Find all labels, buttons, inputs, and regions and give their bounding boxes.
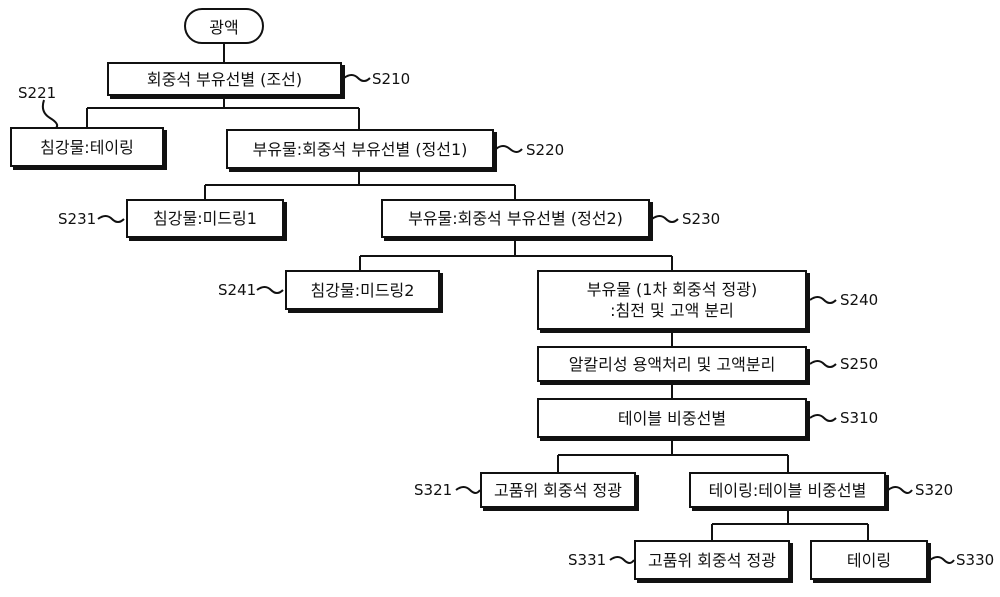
ref-leader-s310	[810, 415, 836, 421]
step-box-s210: 회중석 부유선별 (조선)	[107, 62, 342, 96]
step-box-s321: 고품위 회중석 정광	[480, 472, 636, 508]
ref-leader-s210	[344, 75, 370, 81]
step-ref-s230: S230	[682, 210, 720, 228]
ref-leader-s221	[43, 100, 57, 128]
step-label: 고품위 회중석 정광	[494, 480, 622, 501]
ref-leader-s231	[98, 216, 124, 222]
step-ref-s241: S241	[218, 281, 256, 299]
step-box-s240: 부유물 (1차 회중석 정광) :침전 및 고액 분리	[537, 270, 807, 330]
step-ref-s250: S250	[840, 355, 878, 373]
ref-leader-s321	[456, 487, 480, 493]
step-label: 테이링:테이블 비중선별	[709, 480, 867, 501]
step-ref-s321: S321	[414, 481, 452, 499]
step-ref-s220: S220	[526, 141, 564, 159]
step-box-s230: 부유물:회중석 부유선별 (정선2)	[381, 199, 650, 238]
step-label: 부유물 (1차 회중석 정광) :침전 및 고액 분리	[587, 279, 757, 321]
step-box-s221: 침강물:테이링	[10, 127, 164, 167]
ref-leader-s250	[810, 361, 836, 367]
step-label: 회중석 부유선별 (조선)	[147, 69, 302, 90]
step-ref-s310: S310	[840, 409, 878, 427]
step-label: 침강물:미드링2	[311, 280, 415, 301]
ref-leader-s220	[496, 146, 522, 152]
ref-leader-s230	[652, 216, 678, 222]
ref-leader-s320	[888, 487, 912, 493]
step-label: 테이블 비중선별	[618, 408, 726, 429]
step-label: 알칼리성 용액처리 및 고액분리	[569, 354, 776, 375]
step-box-s250: 알칼리성 용액처리 및 고액분리	[537, 346, 807, 382]
step-label: 부유물:회중석 부유선별 (정선1)	[253, 139, 468, 160]
step-box-s231: 침강물:미드링1	[126, 199, 284, 238]
step-ref-s320: S320	[915, 481, 953, 499]
ref-leader-s331	[610, 557, 634, 563]
step-ref-s331: S331	[568, 551, 606, 569]
step-box-s330: 테이링	[810, 540, 928, 580]
step-box-s320: 테이링:테이블 비중선별	[689, 472, 886, 508]
ref-leader-s241	[257, 287, 283, 293]
step-box-s241: 침강물:미드링2	[285, 270, 440, 310]
step-label: 침강물:미드링1	[153, 208, 257, 229]
step-ref-s240: S240	[840, 291, 878, 309]
step-ref-s231: S231	[58, 210, 96, 228]
step-ref-s210: S210	[372, 70, 410, 88]
start-terminal: 광액	[184, 8, 264, 44]
step-ref-s221: S221	[18, 84, 56, 102]
step-box-s310: 테이블 비중선별	[537, 398, 807, 438]
step-label: 부유물:회중석 부유선별 (정선2)	[408, 208, 623, 229]
step-box-s220: 부유물:회중석 부유선별 (정선1)	[226, 129, 494, 169]
ref-leader-s330	[930, 557, 954, 563]
step-label: 고품위 회중석 정광	[648, 550, 776, 571]
step-label: 테이링	[847, 550, 891, 571]
step-ref-s330: S330	[956, 551, 994, 569]
step-box-s331: 고품위 회중석 정광	[634, 540, 790, 580]
start-label: 광액	[209, 14, 238, 38]
ref-leader-s240	[810, 297, 836, 303]
step-label: 침강물:테이링	[40, 137, 134, 158]
